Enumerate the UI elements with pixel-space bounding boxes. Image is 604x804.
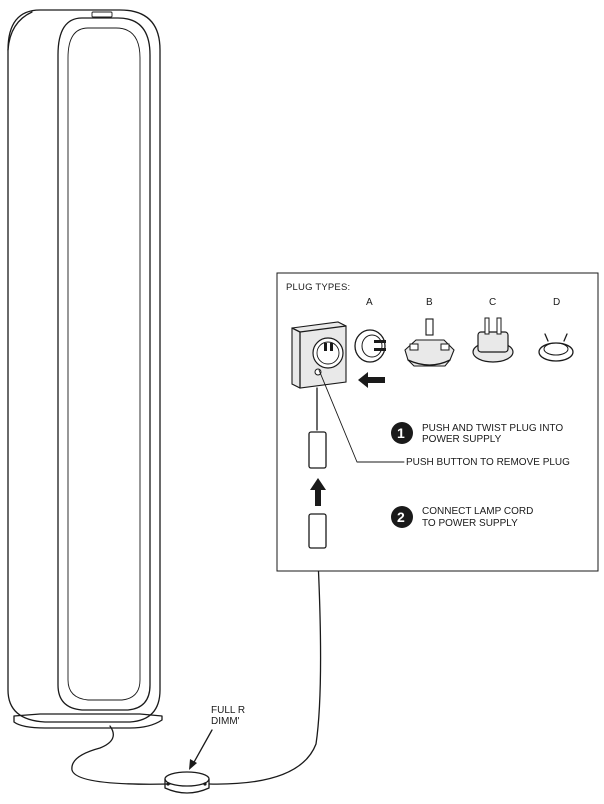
plug-type-c-icon — [472, 317, 514, 363]
power-supply — [291, 321, 347, 389]
power-cord — [208, 547, 322, 785]
lamp-cord — [71, 725, 171, 785]
step-1-line2: POWER SUPPLY — [422, 434, 502, 445]
plug-type-a-icon — [354, 329, 386, 363]
step-1-line1: PUSH AND TWIST PLUG INTO — [422, 423, 563, 434]
connect-arrow — [310, 478, 326, 506]
supply-connector — [308, 431, 327, 469]
plug-label-a: A — [366, 297, 373, 308]
step-2-number: 2 — [397, 509, 405, 525]
step-2-badge — [391, 506, 413, 528]
dimmer-switch — [164, 771, 210, 794]
dimmer-label-line2: DIMM' — [211, 716, 240, 727]
plug-label-c: C — [489, 297, 496, 308]
step-2-line2: TO POWER SUPPLY — [422, 518, 518, 529]
plug-types-heading: PLUG TYPES: — [286, 282, 350, 293]
dimmer-pointer-arrowhead — [189, 759, 197, 770]
plug-type-b-icon — [404, 318, 455, 367]
push-button-label: PUSH BUTTON TO REMOVE PLUG — [406, 457, 570, 468]
step-2-line1: CONNECT LAMP CORD — [422, 506, 533, 517]
lamp-cord-plug — [308, 513, 327, 549]
plug-type-d-icon — [538, 333, 574, 362]
push-button-leader — [318, 369, 405, 463]
dimmer-label-line1: FULL R — [211, 705, 245, 716]
dimmer-pointer-arrow — [192, 729, 213, 765]
plug-label-b: B — [426, 297, 433, 308]
step-1-badge — [391, 422, 413, 444]
step-1-number: 1 — [397, 425, 405, 441]
floor-lamp — [7, 9, 163, 729]
insert-plug-arrow — [358, 372, 385, 388]
plug-label-d: D — [553, 297, 560, 308]
